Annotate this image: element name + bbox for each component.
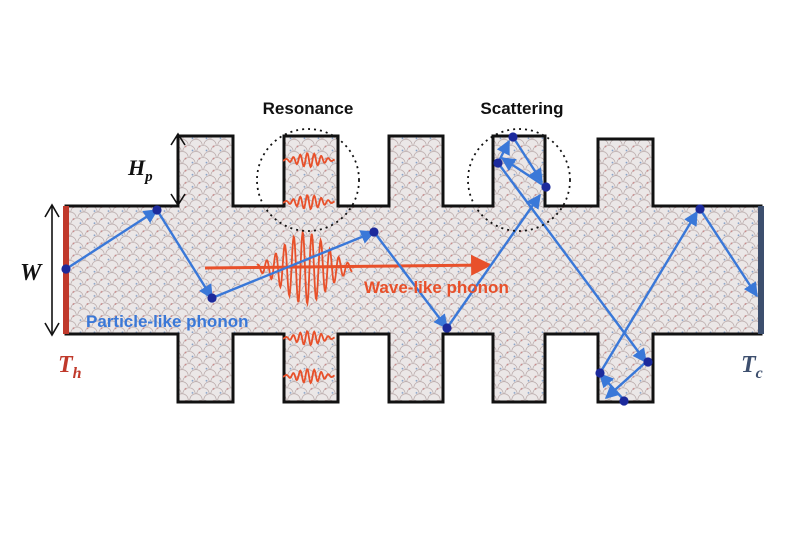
particle-path-11 <box>599 372 625 401</box>
phonon-node <box>442 323 452 333</box>
phonon-node <box>207 293 217 303</box>
resonance-wave-top-2 <box>282 194 336 211</box>
phonon-node <box>508 132 518 142</box>
phonon-node <box>541 182 551 192</box>
particle-path-2 <box>155 209 214 300</box>
nanostructure <box>64 134 763 404</box>
particle-path-1 <box>65 208 159 271</box>
particle-path-10 <box>604 361 647 399</box>
phonon-node <box>619 396 629 406</box>
phonon-node <box>493 158 503 168</box>
resonance-wave-bottom-1 <box>282 330 336 347</box>
pillar-height-dimension <box>170 132 186 207</box>
particle-path-12 <box>598 210 699 374</box>
particle-path-3 <box>211 230 376 300</box>
cold-temperature-label: Tc <box>741 352 763 382</box>
resonance-circle <box>256 128 360 232</box>
wave-phonon-label: Wave-like phonon <box>364 278 509 297</box>
width-dimension <box>44 203 60 337</box>
particle-phonon-label: Particle-like phonon <box>86 312 248 331</box>
particle-phonon-paths <box>61 132 759 406</box>
particle-path-8 <box>511 136 544 184</box>
resonance-label: Resonance <box>263 99 354 118</box>
width-label: W <box>20 260 43 286</box>
resonance-wave-top-1 <box>282 152 336 169</box>
resonance-wave-bottom-2 <box>282 368 336 385</box>
phonon-node <box>695 204 705 214</box>
particle-path-4 <box>373 231 448 330</box>
phonon-node <box>369 227 379 237</box>
scattering-label: Scattering <box>480 99 563 118</box>
phonon-node <box>595 368 605 378</box>
particle-path-13 <box>698 208 759 298</box>
lattice-body <box>66 136 761 402</box>
phonon-node <box>643 357 653 367</box>
wave-phonon-arrow <box>204 254 493 276</box>
phonon-node <box>61 264 71 274</box>
phonon-node <box>152 205 162 215</box>
particle-path-9 <box>497 162 647 364</box>
scattering-circle <box>467 128 571 232</box>
hot-temperature-label: Th <box>58 352 82 382</box>
pillar-height-label: Hp <box>127 155 153 185</box>
particle-path-5 <box>446 193 541 329</box>
